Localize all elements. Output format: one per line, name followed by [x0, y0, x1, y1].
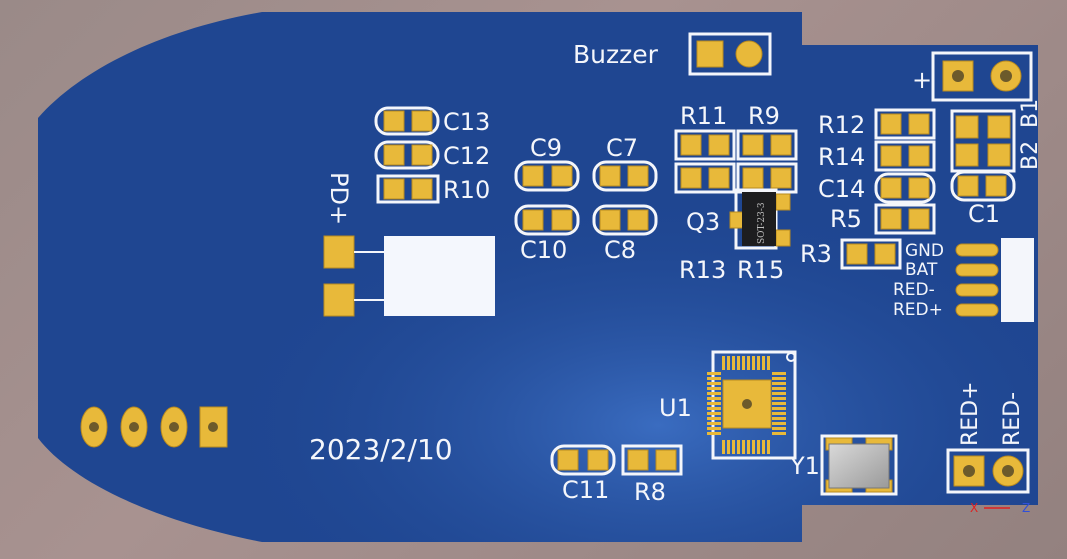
r5-footprint: [874, 203, 936, 235]
red-minus-v-label: RED-: [1000, 392, 1025, 446]
pd-plus-label: PD+: [325, 172, 353, 225]
r13-footprint: [674, 162, 736, 194]
c13-label: C13: [443, 108, 490, 136]
r5-label: R5: [830, 205, 862, 233]
u1-label: U1: [659, 394, 692, 422]
red-plus-label: RED+: [893, 300, 943, 320]
q3-label: Q3: [686, 208, 720, 236]
b1-label: B1: [1018, 99, 1043, 128]
c1-footprint: [950, 170, 1016, 202]
c8-label: C8: [604, 236, 636, 264]
buzzer-label: Buzzer: [573, 40, 659, 69]
r14-footprint: [874, 140, 936, 172]
buzzer-pad-1: [696, 40, 724, 68]
c11-label: C11: [562, 476, 609, 504]
c13-footprint: C13: [374, 106, 490, 136]
q3-footprint: SOT-23-3: [729, 188, 791, 250]
r3-label: R3: [800, 240, 832, 268]
c9-label: C9: [530, 134, 562, 162]
red-connector: RED+ RED-: [946, 381, 1030, 494]
r9-footprint: [736, 129, 798, 161]
r11-footprint: [674, 129, 736, 161]
pd-module-body: [384, 236, 495, 316]
y1-footprint: [820, 434, 898, 496]
r9-label: R9: [748, 102, 780, 130]
connector-body: [1001, 238, 1034, 322]
axis-indicator: X Z: [970, 501, 1030, 515]
r3-footprint: [840, 238, 902, 270]
b1-footprint: + B1: [912, 51, 1043, 128]
pd-footprint: PD+: [323, 172, 495, 317]
bat-label: BAT: [905, 260, 938, 280]
q3-marking: SOT-23-3: [757, 202, 767, 244]
r8-label: R8: [634, 478, 666, 506]
buzzer-pad-2: [735, 40, 763, 68]
buzzer-footprint: Buzzer: [573, 32, 772, 76]
c7-footprint: [592, 160, 658, 192]
c7-label: C7: [606, 134, 638, 162]
r15-label: R15: [737, 256, 784, 284]
r11-label: R11: [680, 102, 727, 130]
c8-footprint: [592, 204, 658, 236]
c1-label: C1: [968, 200, 1000, 228]
c14-footprint: [874, 172, 936, 204]
b2-footprint: B2: [950, 109, 1043, 173]
axis-x-label: X: [970, 501, 978, 515]
r8-footprint: [621, 444, 683, 476]
r10-label: R10: [443, 176, 490, 204]
red-plus-v-label: RED+: [958, 381, 983, 446]
y1-can: [828, 443, 890, 489]
c12-footprint: C12: [374, 140, 490, 170]
r13-label: R13: [679, 256, 726, 284]
pin-header-4: [80, 406, 228, 448]
c11-footprint: [550, 444, 616, 476]
c10-label: C10: [520, 236, 567, 264]
u1-footprint: [707, 350, 797, 460]
c12-label: C12: [443, 142, 490, 170]
red-minus-label: RED-: [893, 280, 935, 300]
wire-connector: GND BAT RED- RED+: [893, 238, 1034, 322]
r12-footprint: [874, 108, 936, 140]
r10-footprint: R10: [376, 174, 490, 204]
b2-label: B2: [1018, 141, 1043, 170]
r14-label: R14: [818, 143, 865, 171]
gnd-label: GND: [905, 241, 944, 261]
axis-z-label: Z: [1022, 501, 1030, 515]
date-label: 2023/2/10: [309, 433, 453, 466]
q3-package: [742, 192, 776, 246]
c10-footprint: [514, 204, 580, 236]
y1-label: Y1: [789, 452, 820, 480]
c14-label: C14: [818, 175, 865, 203]
c9-footprint: [514, 160, 580, 192]
plus-label: +: [912, 66, 932, 94]
r12-label: R12: [818, 111, 865, 139]
